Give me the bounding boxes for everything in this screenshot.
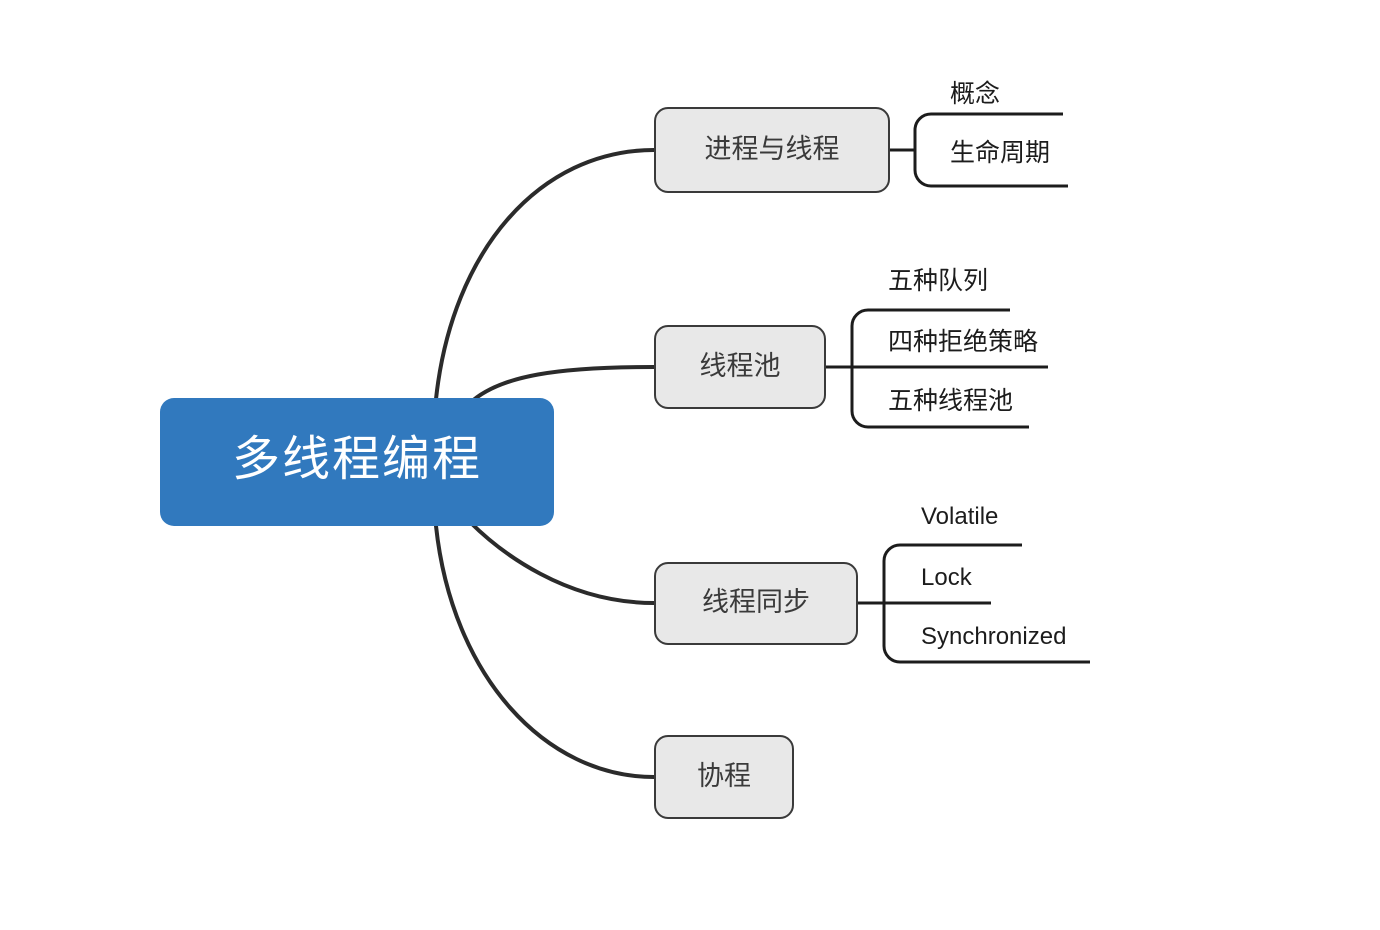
- leaf-concept[interactable]: 概念: [950, 82, 1000, 107]
- root-node-label: 多线程编程: [231, 433, 482, 486]
- leaf-label: Synchronized: [921, 623, 1067, 650]
- leaf-label: 概念: [950, 80, 1001, 108]
- leaf-label: 五种线程池: [888, 387, 1014, 415]
- branch-node-label: 线程同步: [702, 587, 810, 617]
- leaf-five-queues[interactable]: 五种队列: [888, 269, 988, 294]
- branch-node-label: 进程与线程: [704, 133, 840, 164]
- leaf-label: 四种拒绝策略: [888, 328, 1039, 356]
- leaf-label: Lock: [921, 564, 972, 591]
- connector-root-to-branch-0: [434, 148, 656, 401]
- leaf-lock[interactable]: Lock: [921, 566, 972, 590]
- leaf-synchronized[interactable]: Synchronized: [921, 625, 1066, 649]
- leaf-four-rejection-policies[interactable]: 四种拒绝策略: [888, 330, 1038, 355]
- connector-root-to-branch-3: [434, 524, 656, 779]
- leaf-label: Volatile: [921, 503, 999, 530]
- leaf-label: 生命周期: [950, 139, 1051, 167]
- connector-root-to-branch-2: [468, 520, 656, 605]
- root-node[interactable]: 多线程编程: [160, 398, 554, 526]
- leaf-volatile[interactable]: Volatile: [921, 505, 998, 529]
- leaf-label: 五种队列: [888, 267, 989, 295]
- branch-node-coroutine[interactable]: 协程: [654, 735, 794, 819]
- branch-node-label: 协程: [697, 760, 751, 791]
- branch-node-thread-sync[interactable]: 线程同步: [654, 562, 858, 645]
- leaf-five-thread-pools[interactable]: 五种线程池: [888, 389, 1013, 414]
- leaf-lifecycle[interactable]: 生命周期: [950, 141, 1050, 166]
- branch-node-label: 线程池: [699, 350, 781, 381]
- branch-node-process-thread[interactable]: 进程与线程: [654, 107, 890, 193]
- branch-node-thread-pool[interactable]: 线程池: [654, 325, 826, 409]
